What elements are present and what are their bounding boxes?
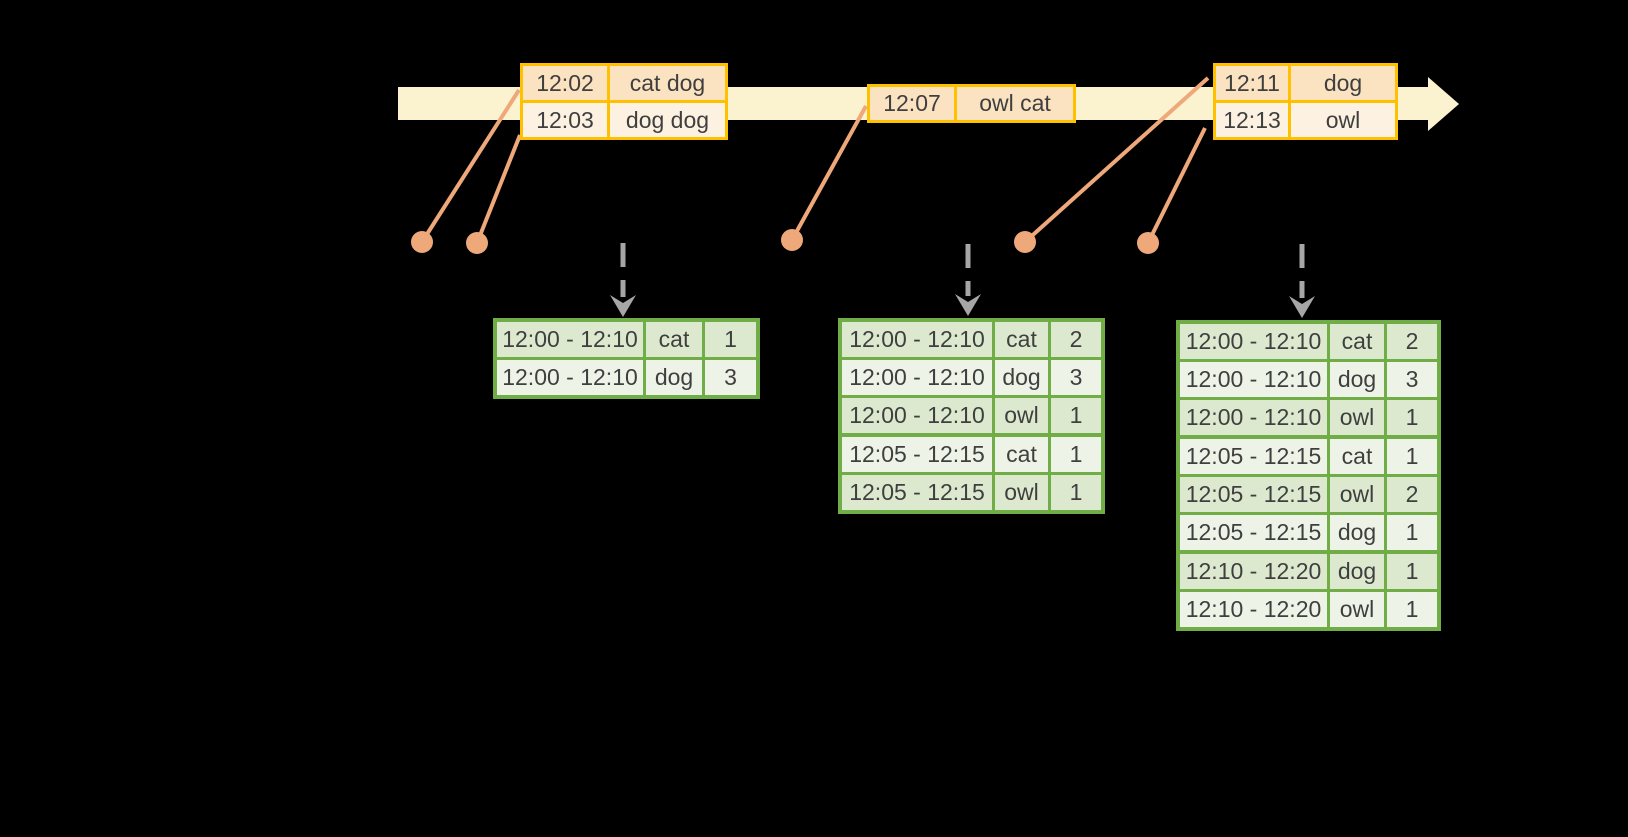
- result-count-cell: 1: [1384, 515, 1437, 550]
- event-time-cell: 12:02: [523, 66, 607, 100]
- result-window-cell: 12:10 - 12:20: [1180, 554, 1327, 589]
- event-time-cell: 12:07: [870, 87, 954, 120]
- result-window-cell: 12:00 - 12:10: [497, 360, 643, 395]
- event-words-cell: dog: [1288, 66, 1395, 100]
- event-dot: [1014, 231, 1036, 253]
- result-window-cell: 12:05 - 12:15: [1180, 477, 1327, 512]
- result-count-cell: 3: [1384, 362, 1437, 397]
- event-time-cell: 12:03: [523, 103, 607, 137]
- event-words-cell: cat dog: [607, 66, 725, 100]
- trigger-arrowhead-icon: [610, 295, 636, 317]
- result-word-cell: dog: [1327, 362, 1384, 397]
- result-count-cell: 1: [1048, 475, 1101, 510]
- connector-line: [420, 88, 521, 244]
- result-word-cell: owl: [1327, 477, 1384, 512]
- event-dot: [466, 232, 488, 254]
- result-word-cell: owl: [1327, 592, 1384, 627]
- result-count-cell: 3: [1048, 360, 1101, 395]
- result-count-cell: 1: [702, 322, 756, 357]
- result-window-cell: 12:00 - 12:10: [842, 322, 992, 357]
- result-window-cell: 12:05 - 12:15: [1180, 439, 1327, 474]
- result-count-cell: 1: [1048, 437, 1101, 472]
- result-word-cell: owl: [992, 398, 1048, 433]
- result-window-cell: 12:00 - 12:10: [1180, 324, 1327, 359]
- result-word-cell: dog: [1327, 554, 1384, 589]
- result-word-cell: owl: [1327, 400, 1384, 435]
- result-window-cell: 12:00 - 12:10: [842, 398, 992, 433]
- connector-line: [475, 134, 522, 244]
- result-window-cell: 12:00 - 12:10: [1180, 400, 1327, 435]
- connector-line: [1146, 127, 1207, 244]
- result-count-cell: 1: [1384, 592, 1437, 627]
- event-dot: [411, 231, 433, 253]
- result-word-cell: owl: [992, 475, 1048, 510]
- trigger-arrowhead-icon: [1289, 296, 1315, 318]
- event-dot: [781, 229, 803, 251]
- result-word-cell: cat: [992, 437, 1048, 472]
- connector-line: [790, 105, 868, 241]
- result-count-cell: 1: [1048, 398, 1101, 433]
- result-window-cell: 12:00 - 12:10: [842, 360, 992, 395]
- event-words-cell: owl cat: [954, 87, 1073, 120]
- result-count-cell: 1: [1384, 554, 1437, 589]
- event-words-cell: owl: [1288, 103, 1395, 137]
- result-window-cell: 12:05 - 12:15: [842, 475, 992, 510]
- result-count-cell: 3: [702, 360, 756, 395]
- result-count-cell: 1: [1384, 400, 1437, 435]
- result-word-cell: dog: [1327, 515, 1384, 550]
- result-word-cell: cat: [643, 322, 702, 357]
- event-words-cell: dog dog: [607, 103, 725, 137]
- result-window-cell: 12:00 - 12:10: [1180, 362, 1327, 397]
- result-count-cell: 1: [1384, 439, 1437, 474]
- event-time-cell: 12:13: [1216, 103, 1288, 137]
- event-dot: [1137, 232, 1159, 254]
- result-window-cell: 12:00 - 12:10: [497, 322, 643, 357]
- trigger-arrowhead-icon: [955, 294, 981, 316]
- connector-line: [1023, 76, 1210, 244]
- result-count-cell: 2: [1384, 324, 1437, 359]
- result-window-cell: 12:05 - 12:15: [1180, 515, 1327, 550]
- result-count-cell: 2: [1048, 322, 1101, 357]
- result-word-cell: dog: [643, 360, 702, 395]
- result-window-cell: 12:05 - 12:15: [842, 437, 992, 472]
- result-window-cell: 12:10 - 12:20: [1180, 592, 1327, 627]
- timeline-arrowhead-icon: [1428, 77, 1459, 131]
- result-count-cell: 2: [1384, 477, 1437, 512]
- result-word-cell: cat: [992, 322, 1048, 357]
- result-word-cell: dog: [992, 360, 1048, 395]
- event-time-cell: 12:11: [1216, 66, 1288, 100]
- result-word-cell: cat: [1327, 439, 1384, 474]
- result-word-cell: cat: [1327, 324, 1384, 359]
